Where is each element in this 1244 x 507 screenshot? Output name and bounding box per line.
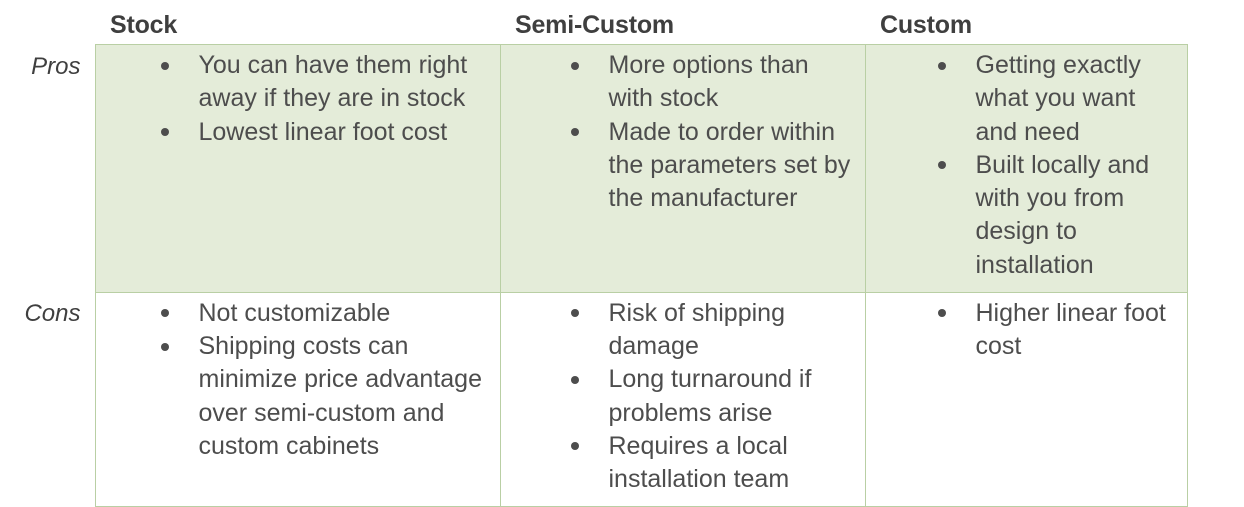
row-label-pros: Pros [31,52,81,80]
cell-cons-stock: Not customizable Shipping costs can mini… [94,291,501,507]
list-item: Requires a local installation team [509,430,857,497]
bullet-list-pros-semi-custom: More options than with stock Made to ord… [509,49,857,215]
bullet-list-cons-semi-custom: Risk of shipping damage Long turnaround … [509,297,857,497]
table-header-row: Stock Semi-Custom Custom [0,0,1187,45]
header-corner-spacer [0,0,95,45]
list-item: Long turnaround if problems arise [509,363,857,430]
bullet-text: You can have them right away if they are… [198,51,468,113]
list-item: Getting exactly what you want and need [874,49,1179,149]
table-row-pros: Pros You can have them right away if the… [0,44,1188,293]
bullet-list-cons-stock: Not customizable Shipping costs can mini… [104,297,492,463]
row-label-cons: Cons [24,300,81,328]
bullet-text: Lowest linear foot cost [198,117,448,146]
bullet-text: Not customizable [198,298,391,327]
column-header-custom: Custom [880,11,972,39]
table-row-cons: Cons Not customizable Shipping costs can… [0,291,1188,507]
bullet-icon [160,61,169,70]
bullet-list-pros-custom: Getting exactly what you want and need B… [874,49,1179,282]
cabinet-comparison-table: Stock Semi-Custom Custom Pros [24,11,1188,507]
bullet-icon [570,61,579,70]
bullet-icon [570,442,579,451]
column-header-stock: Stock [110,11,178,39]
list-item: Risk of shipping damage [509,297,857,364]
list-item: Shipping costs can minimize price advant… [104,330,492,463]
list-item: Higher linear foot cost [874,297,1179,364]
bullet-text: Made to order within the parameters set … [608,117,851,213]
row-label-pros-cell: Pros [0,45,95,293]
cell-cons-custom: Higher linear foot cost [864,291,1188,507]
bullet-icon [570,309,579,318]
list-item: Lowest linear foot cost [104,116,492,149]
cell-pros-custom: Getting exactly what you want and need B… [864,44,1188,293]
list-item: You can have them right away if they are… [104,49,492,116]
list-item: Built locally and with you from design t… [874,149,1179,282]
row-label-cons-cell: Cons [0,292,95,507]
bullet-icon [160,309,169,318]
bullet-list-cons-custom: Higher linear foot cost [874,297,1179,364]
bullet-icon [570,128,579,136]
column-header-semi-custom-cell: Semi-Custom [500,0,865,45]
bullet-text: Long turnaround if problems arise [608,365,812,427]
bullet-text: Higher linear foot cost [975,298,1166,360]
column-header-semi-custom: Semi-Custom [515,11,674,39]
column-header-stock-cell: Stock [95,0,500,45]
bullet-icon [937,61,946,70]
cell-pros-semi-custom: More options than with stock Made to ord… [499,44,866,293]
bullet-text: Requires a local installation team [608,431,790,493]
list-item: Not customizable [104,297,492,330]
cell-pros-stock: You can have them right away if they are… [94,44,501,293]
bullet-icon [937,309,946,318]
bullet-text: Risk of shipping damage [608,298,785,360]
bullet-icon [160,342,169,351]
bullet-icon [160,128,169,136]
comparison-grid: Stock Semi-Custom Custom Pros [0,0,1188,507]
column-header-custom-cell: Custom [865,0,1187,45]
list-item: More options than with stock [509,49,857,116]
bullet-text: Shipping costs can minimize price advant… [198,332,482,460]
list-item: Made to order within the parameters set … [509,116,857,216]
bullet-list-pros-stock: You can have them right away if they are… [104,49,492,149]
bullet-text: Built locally and with you from design t… [975,150,1150,279]
bullet-icon [570,375,579,384]
bullet-text: Getting exactly what you want and need [975,51,1141,146]
cell-cons-semi-custom: Risk of shipping damage Long turnaround … [499,291,866,507]
bullet-icon [937,161,946,170]
bullet-text: More options than with stock [608,51,809,113]
